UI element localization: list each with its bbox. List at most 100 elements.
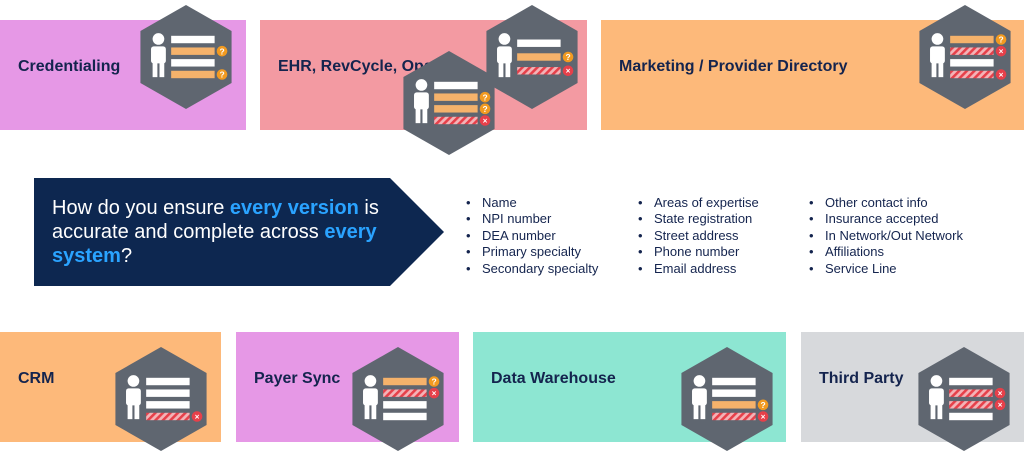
question-part-2: is accurate and complete across bbox=[52, 197, 379, 243]
error-glyph: × bbox=[483, 116, 488, 125]
profile-field-error bbox=[949, 389, 993, 397]
provider-profile-hexagon-ehr-b: ?? × bbox=[403, 51, 495, 155]
error-icon bbox=[994, 387, 1006, 399]
hexagon-shape bbox=[919, 5, 1011, 109]
profile-field-error bbox=[950, 47, 994, 55]
person-icon bbox=[930, 33, 945, 78]
provider-profile-hexagon-data-warehouse: ?× bbox=[681, 347, 773, 451]
profile-field-warn bbox=[383, 377, 427, 386]
error-glyph: × bbox=[998, 401, 1003, 410]
profile-field-ok bbox=[383, 412, 427, 421]
profile-field-ok bbox=[712, 389, 756, 397]
profile-field-error bbox=[712, 412, 756, 421]
error-icon bbox=[191, 411, 203, 422]
profile-field-error bbox=[950, 70, 994, 79]
profile-field-warn bbox=[171, 70, 215, 79]
warning-icon bbox=[757, 399, 769, 411]
provider-profile-hexagon-credentialing: ?? bbox=[140, 5, 232, 109]
person-icon bbox=[126, 375, 141, 420]
system-title-crm: CRM bbox=[18, 370, 55, 387]
hexagon-shape bbox=[403, 51, 495, 155]
provider-fields-column-1: Name NPI number DEA number Primary speci… bbox=[464, 195, 598, 277]
profile-field-ok bbox=[712, 377, 756, 386]
profile-field-warn bbox=[171, 47, 215, 55]
error-icon bbox=[995, 69, 1007, 80]
profile-field-ok bbox=[146, 401, 190, 409]
question-highlight-2: every system bbox=[52, 221, 377, 267]
system-title-payer-sync: Payer Sync bbox=[254, 370, 341, 387]
provider-fields-column-2: Areas of expertise State registration St… bbox=[636, 195, 759, 277]
person-icon bbox=[363, 375, 378, 420]
warning-glyph: ? bbox=[219, 70, 224, 80]
error-icon bbox=[995, 45, 1007, 57]
system-title-ehr: EHR, RevCycle, Ops bbox=[278, 58, 433, 75]
field-email-address: Email address bbox=[636, 261, 759, 278]
profile-field-ok bbox=[950, 59, 994, 67]
warning-glyph: ? bbox=[219, 46, 224, 56]
warning-glyph: ? bbox=[482, 92, 487, 102]
error-glyph: × bbox=[761, 412, 766, 421]
field-secondary-specialty: Secondary specialty bbox=[464, 261, 598, 278]
person-icon bbox=[929, 375, 944, 420]
question-text: How do you ensure every version is accur… bbox=[52, 196, 407, 268]
warning-glyph: ? bbox=[431, 377, 436, 387]
profile-field-error bbox=[517, 67, 561, 75]
system-title-credentialing: Credentialing bbox=[18, 58, 121, 75]
hexagon-shape bbox=[352, 347, 444, 451]
provider-fields-column-3: Other contact info Insurance accepted In… bbox=[807, 195, 963, 277]
person-icon bbox=[151, 33, 166, 78]
person-icon bbox=[414, 79, 429, 124]
error-glyph: × bbox=[998, 389, 1003, 398]
profile-field-ok bbox=[949, 377, 993, 386]
question-arrow-banner bbox=[34, 178, 444, 286]
profile-field-ok bbox=[146, 377, 190, 386]
field-other-contact-info: Other contact info bbox=[807, 195, 963, 212]
warning-icon bbox=[995, 34, 1007, 45]
error-icon bbox=[562, 65, 574, 77]
error-glyph: × bbox=[566, 67, 571, 76]
error-icon bbox=[994, 399, 1006, 411]
warning-icon bbox=[428, 376, 440, 387]
profile-field-error bbox=[383, 389, 427, 397]
profile-field-ok bbox=[517, 39, 561, 47]
field-service-line: Service Line bbox=[807, 261, 963, 278]
profile-field-ok bbox=[434, 81, 478, 90]
field-areas-of-expertise: Areas of expertise bbox=[636, 195, 759, 212]
question-part-1: How do you ensure bbox=[52, 197, 230, 219]
question-part-3: ? bbox=[120, 245, 133, 267]
profile-field-error bbox=[949, 401, 993, 409]
profile-field-warn bbox=[434, 93, 478, 101]
provider-profile-hexagon-crm: × bbox=[115, 347, 207, 451]
warning-icon bbox=[216, 45, 228, 57]
system-title-data-warehouse: Data Warehouse bbox=[491, 370, 616, 387]
person-icon bbox=[497, 33, 512, 78]
field-primary-specialty: Primary specialty bbox=[464, 244, 598, 261]
profile-field-ok bbox=[383, 401, 427, 409]
warning-icon bbox=[562, 51, 574, 63]
warning-icon bbox=[479, 91, 491, 103]
error-glyph: × bbox=[999, 47, 1004, 56]
profile-field-warn bbox=[434, 105, 478, 113]
system-title-marketing: Marketing / Provider Directory bbox=[619, 58, 848, 75]
system-title-third-party: Third Party bbox=[819, 370, 904, 387]
profile-field-ok bbox=[146, 389, 190, 397]
hexagon-shape bbox=[681, 347, 773, 451]
question-highlight-1: every version bbox=[229, 197, 359, 219]
warning-glyph: ? bbox=[482, 104, 487, 114]
field-street-address: Street address bbox=[636, 228, 759, 245]
error-icon bbox=[428, 387, 440, 399]
provider-profile-hexagon-ehr-a: ?× bbox=[486, 5, 578, 109]
field-dea-number: DEA number bbox=[464, 228, 598, 245]
field-npi-number: NPI number bbox=[464, 211, 598, 228]
field-name: Name bbox=[464, 195, 598, 212]
error-glyph: × bbox=[195, 412, 200, 421]
profile-field-error bbox=[434, 116, 478, 125]
profile-field-ok bbox=[171, 35, 215, 44]
provider-profile-hexagon-third-party: ×× bbox=[918, 347, 1010, 451]
warning-glyph: ? bbox=[565, 52, 570, 62]
profile-field-ok bbox=[171, 59, 215, 67]
error-icon bbox=[757, 411, 769, 422]
provider-profile-hexagon-marketing: ?×× bbox=[919, 5, 1011, 109]
profile-field-warn bbox=[950, 35, 994, 44]
field-network-status: In Network/Out Network bbox=[807, 228, 963, 245]
